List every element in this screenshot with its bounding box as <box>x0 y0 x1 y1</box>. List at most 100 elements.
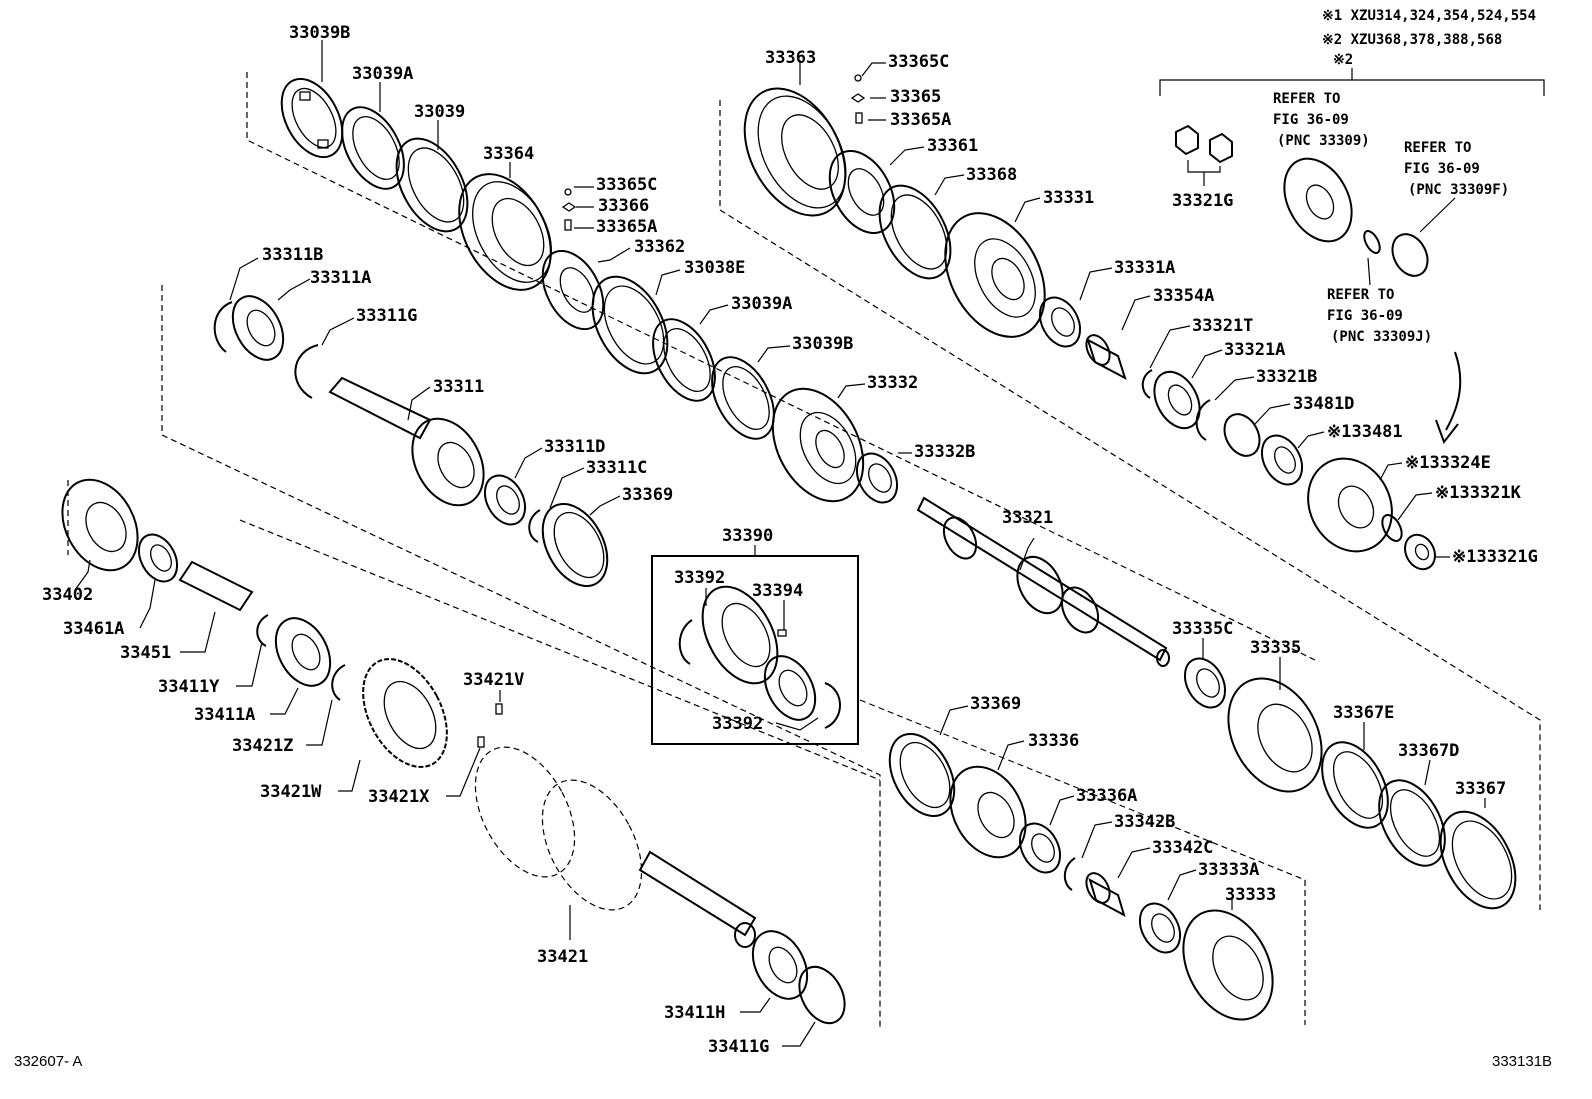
needle-bearing-33331a <box>1038 296 1082 348</box>
note-applicability-2: ※2 XZU368,378,388,568 <box>1322 32 1502 48</box>
assembly-boundary-lines <box>67 72 1541 1030</box>
bracket-note2 <box>1159 68 1545 96</box>
label-33335: 33335 <box>1250 638 1301 658</box>
synchro-ring-33039b-mid <box>711 356 775 440</box>
label-33311b: 33311B <box>262 245 323 265</box>
label-33321: 33321 <box>1002 508 1053 528</box>
label-33321k: ※133321K <box>1435 483 1522 503</box>
label-33039a-mid: 33039A <box>731 294 792 314</box>
label-33363: 33363 <box>765 48 816 68</box>
needle-bearing-33335c <box>1183 657 1227 709</box>
collar-33354a <box>1085 334 1127 381</box>
snap-ring-33311c <box>528 509 541 543</box>
label-33311d: 33311D <box>544 437 605 457</box>
nut-33321g-low <box>1404 533 1436 571</box>
label-33311c: 33311C <box>586 458 647 478</box>
snap-ring-33321b <box>1195 399 1211 441</box>
snap-ring-33311b <box>213 301 233 353</box>
label-33481d: 33481D <box>1293 394 1354 414</box>
label-33367e: 33367E <box>1333 703 1394 723</box>
shifting-key-parts-top <box>850 74 866 124</box>
label-33333a: 33333A <box>1198 860 1259 880</box>
synchro-ring-33367e <box>1321 741 1389 829</box>
label-33481: ※133481 <box>1327 422 1403 442</box>
collar-33342c <box>1085 872 1126 918</box>
label-33321a: 33321A <box>1224 340 1285 360</box>
bearing-33411a <box>274 617 332 687</box>
label-33336: 33336 <box>1028 731 1079 751</box>
label-33369-mid: 33369 <box>622 485 673 505</box>
gear-33333 <box>1182 909 1274 1021</box>
label-33333: 33333 <box>1225 885 1276 905</box>
snap-ring-33421z <box>331 664 346 701</box>
synchro-ring-33368 <box>878 184 952 280</box>
ref-33309j-line2: FIG 36-09 <box>1327 308 1403 324</box>
label-33421x: 33421X <box>368 787 430 807</box>
label-33331a: 33331A <box>1114 258 1175 278</box>
washer-33321k <box>1381 514 1403 542</box>
label-33336a: 33336A <box>1076 786 1137 806</box>
key-parts-33421 <box>477 703 503 748</box>
ref-33309-line3: (PNC 33309) <box>1277 133 1370 149</box>
bearing-33311a <box>231 295 285 361</box>
leader-lines <box>74 40 1486 1047</box>
label-33421v: 33421V <box>463 670 524 690</box>
label-33324e: ※133324E <box>1405 453 1491 473</box>
label-33365c-mid: 33365C <box>596 175 657 195</box>
label-33321t: 33321T <box>1192 316 1253 336</box>
label-33321g-top: 33321G <box>1172 191 1233 211</box>
label-33451: 33451 <box>120 643 171 663</box>
hub-33361 <box>828 149 896 235</box>
label-33331: 33331 <box>1043 188 1094 208</box>
label-33332: 33332 <box>867 373 918 393</box>
label-33311g: 33311G <box>356 306 417 326</box>
label-33342b: 33342B <box>1114 812 1175 832</box>
collar-33481d <box>1223 413 1261 457</box>
flange-assembly-ref <box>1283 157 1456 286</box>
label-33402: 33402 <box>42 585 93 605</box>
label-33039-top: 33039 <box>414 102 465 122</box>
needle-bearing-33461a <box>137 533 179 583</box>
label-33411g: 33411G <box>708 1037 769 1057</box>
gear-33336 <box>949 765 1027 859</box>
label-33354a: 33354A <box>1153 286 1214 306</box>
label-33335c: 33335C <box>1172 619 1233 639</box>
assembly-arrow <box>1435 351 1462 445</box>
label-33411y: 33411Y <box>158 677 220 697</box>
synchro-ring-33367d <box>1378 779 1446 867</box>
label-33421w: 33421W <box>260 782 322 802</box>
label-33368: 33368 <box>966 165 1017 185</box>
sleeve-33363 <box>743 87 847 217</box>
gear-33402 <box>61 478 139 572</box>
synchro-ring-33039-top <box>395 137 469 233</box>
bearing-33481 <box>1260 434 1304 486</box>
label-33390: 33390 <box>722 526 773 546</box>
label-33364: 33364 <box>483 144 534 164</box>
applicability-notes: ※1 XZU314,324,354,524,554 ※2 XZU368,378,… <box>1322 8 1536 68</box>
flange-33324e <box>1307 457 1393 553</box>
label-33367: 33367 <box>1455 779 1506 799</box>
needle-bearing-33333a <box>1138 902 1182 954</box>
label-33369-low: 33369 <box>970 694 1021 714</box>
snap-ring-33411y <box>256 614 269 647</box>
ref-33309-line2: FIG 36-09 <box>1273 112 1349 128</box>
needle-bearing-33311d <box>483 474 527 526</box>
footer-left-code: 332607- A <box>14 1053 82 1070</box>
label-33411h: 33411H <box>664 1003 725 1023</box>
note-bracket-label: ※2 <box>1333 52 1353 68</box>
label-33361: 33361 <box>927 136 978 156</box>
label-33311: 33311 <box>433 377 484 397</box>
label-33038e: 33038E <box>684 258 745 278</box>
part-labels: 33039B 33039A 33039 33364 33365C 33366 3… <box>42 23 1538 1057</box>
ref-33309-line1: REFER TO <box>1273 91 1340 107</box>
label-33039b-top: 33039B <box>289 23 350 43</box>
label-33392-top: 33392 <box>674 568 725 588</box>
label-33039a-top: 33039A <box>352 64 413 84</box>
needle-bearing-33332b <box>855 452 899 504</box>
nuts-33321g-top <box>1175 124 1233 186</box>
hub-sleeve-33364 <box>458 173 552 291</box>
bearing-33411h <box>751 930 809 1000</box>
needle-bearing-33336a <box>1018 822 1062 874</box>
synchro-ring-33039b-top <box>280 77 344 159</box>
